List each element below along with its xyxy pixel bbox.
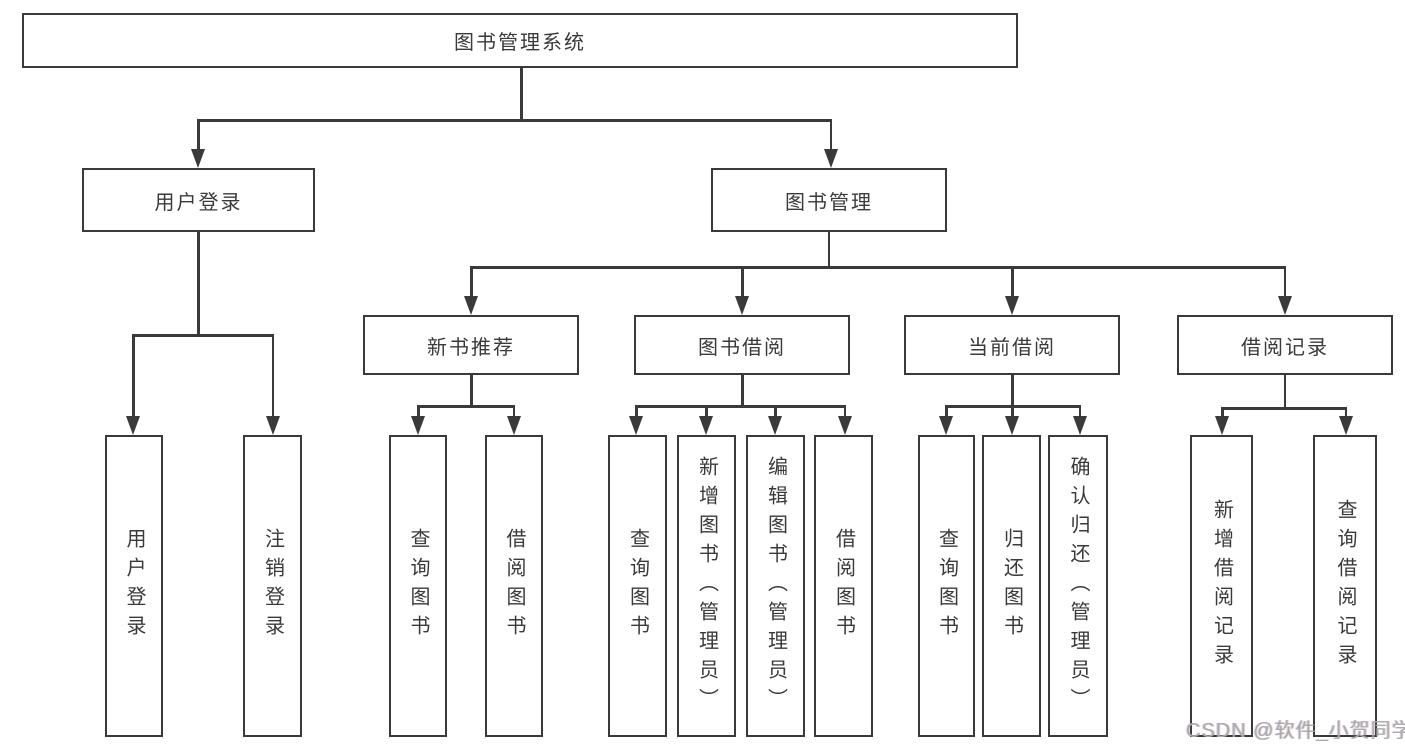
connector-to-leaf-edit-book bbox=[774, 405, 777, 418]
connector-to-leaf-borrow-2 bbox=[843, 405, 846, 418]
leaf-return-book: 归还图书 bbox=[982, 435, 1041, 737]
node-borrow-record: 借阅记录 bbox=[1177, 315, 1393, 375]
connector-to-leaf-confirm-return bbox=[1078, 405, 1081, 418]
arrowhead-leaf-confirm-return bbox=[1072, 416, 1087, 435]
arrowhead-new-book bbox=[464, 296, 478, 315]
leaf-borrow-book-2: 借阅图书 bbox=[814, 435, 873, 737]
connector-root-stem bbox=[520, 68, 523, 121]
connector-book-borrow-stem bbox=[741, 375, 744, 407]
node-borrow-record-label: 借阅记录 bbox=[1241, 336, 1329, 359]
leaf-query-book-3: 查询图书 bbox=[918, 435, 975, 737]
connector-root-bar bbox=[197, 119, 832, 122]
leaf-query-book-1: 查询图书 bbox=[389, 435, 447, 737]
leaf-logout: 注销登录 bbox=[243, 435, 302, 737]
node-user-login: 用户登录 bbox=[82, 168, 315, 232]
leaf-user-login: 用户登录 bbox=[105, 435, 163, 737]
watermark: CSDN @软件_小贺同学 bbox=[1186, 720, 1405, 742]
node-user-login-label: 用户登录 bbox=[154, 191, 243, 214]
connector-to-leaf-query-2 bbox=[635, 405, 638, 418]
arrowhead-leaf-return-book bbox=[1005, 416, 1019, 435]
arrowhead-leaf-query-record bbox=[1338, 416, 1353, 435]
node-root-label: 图书管理系统 bbox=[454, 32, 586, 54]
leaf-edit-book-admin: 编辑图书（管理员） bbox=[746, 435, 805, 737]
node-book-borrow-label: 图书借阅 bbox=[698, 336, 786, 359]
connector-to-borrow-record bbox=[1283, 266, 1286, 297]
arrowhead-leaf-edit-book bbox=[768, 416, 782, 435]
arrowhead-book-borrow bbox=[735, 296, 749, 315]
leaf-confirm-return-admin: 确认归还（管理员） bbox=[1048, 435, 1108, 737]
connector-to-leaf-logout bbox=[271, 334, 274, 418]
connector-to-leaf-add-book bbox=[705, 405, 708, 418]
connector-to-current-borrow bbox=[1011, 266, 1014, 297]
node-book-mgmt-label: 图书管理 bbox=[785, 191, 873, 214]
connector-user-login-bar bbox=[132, 334, 274, 337]
connector-to-book-mgmt bbox=[829, 119, 832, 152]
connector-to-leaf-query-3 bbox=[945, 405, 948, 418]
connector-book-borrow-bar bbox=[635, 405, 846, 408]
arrowhead-leaf-add-record bbox=[1215, 416, 1229, 435]
connector-borrow-record-bar bbox=[1221, 407, 1347, 410]
connector-new-book-stem bbox=[470, 375, 473, 407]
arrowhead-user-login bbox=[191, 149, 205, 168]
leaf-borrow-book-1: 借阅图书 bbox=[485, 435, 543, 737]
node-current-borrow: 当前借阅 bbox=[904, 315, 1120, 375]
arrowhead-leaf-borrow-2 bbox=[837, 416, 852, 435]
node-new-book-recommend: 新书推荐 bbox=[363, 315, 579, 375]
arrowhead-leaf-query-1 bbox=[411, 416, 425, 435]
leaf-query-book-2: 查询图书 bbox=[608, 435, 667, 737]
connector-to-new-book bbox=[470, 266, 473, 297]
connector-current-borrow-stem bbox=[1011, 375, 1014, 407]
connector-to-leaf-add-record bbox=[1221, 407, 1224, 418]
arrowhead-leaf-add-book bbox=[699, 416, 713, 435]
leaf-query-borrow-record: 查询借阅记录 bbox=[1313, 435, 1377, 737]
connector-to-leaf-query-record bbox=[1344, 407, 1347, 418]
arrowhead-leaf-logout bbox=[265, 416, 280, 435]
connector-to-leaf-return-book bbox=[1011, 405, 1014, 418]
arrowhead-leaf-login bbox=[126, 416, 140, 435]
node-current-borrow-label: 当前借阅 bbox=[968, 336, 1056, 359]
connector-to-leaf-borrow-1 bbox=[512, 405, 515, 418]
node-new-book-recommend-label: 新书推荐 bbox=[427, 336, 515, 359]
arrowhead-borrow-record bbox=[1277, 296, 1292, 315]
node-book-mgmt: 图书管理 bbox=[711, 168, 947, 232]
connector-to-book-borrow bbox=[741, 266, 744, 297]
leaf-add-borrow-record: 新增借阅记录 bbox=[1190, 435, 1253, 737]
leaf-add-book-admin: 新增图书（管理员） bbox=[677, 435, 736, 737]
connector-to-leaf-query-1 bbox=[417, 405, 420, 418]
connector-new-book-bar bbox=[417, 405, 515, 408]
arrowhead-leaf-query-2 bbox=[629, 416, 643, 435]
node-book-borrow: 图书借阅 bbox=[634, 315, 850, 375]
arrowhead-leaf-query-3 bbox=[939, 416, 953, 435]
connector-to-leaf-login bbox=[132, 334, 135, 418]
connector-user-login-stem bbox=[197, 232, 200, 336]
connector-to-user-login bbox=[197, 119, 200, 152]
arrowhead-leaf-borrow-1 bbox=[506, 416, 521, 435]
connector-borrow-record-stem bbox=[1283, 375, 1286, 409]
node-root: 图书管理系统 bbox=[22, 13, 1018, 68]
connector-book-mgmt-bar bbox=[470, 266, 1286, 269]
arrowhead-book-mgmt bbox=[823, 149, 838, 168]
connector-book-mgmt-stem bbox=[827, 232, 830, 268]
arrowhead-current-borrow bbox=[1005, 296, 1019, 315]
